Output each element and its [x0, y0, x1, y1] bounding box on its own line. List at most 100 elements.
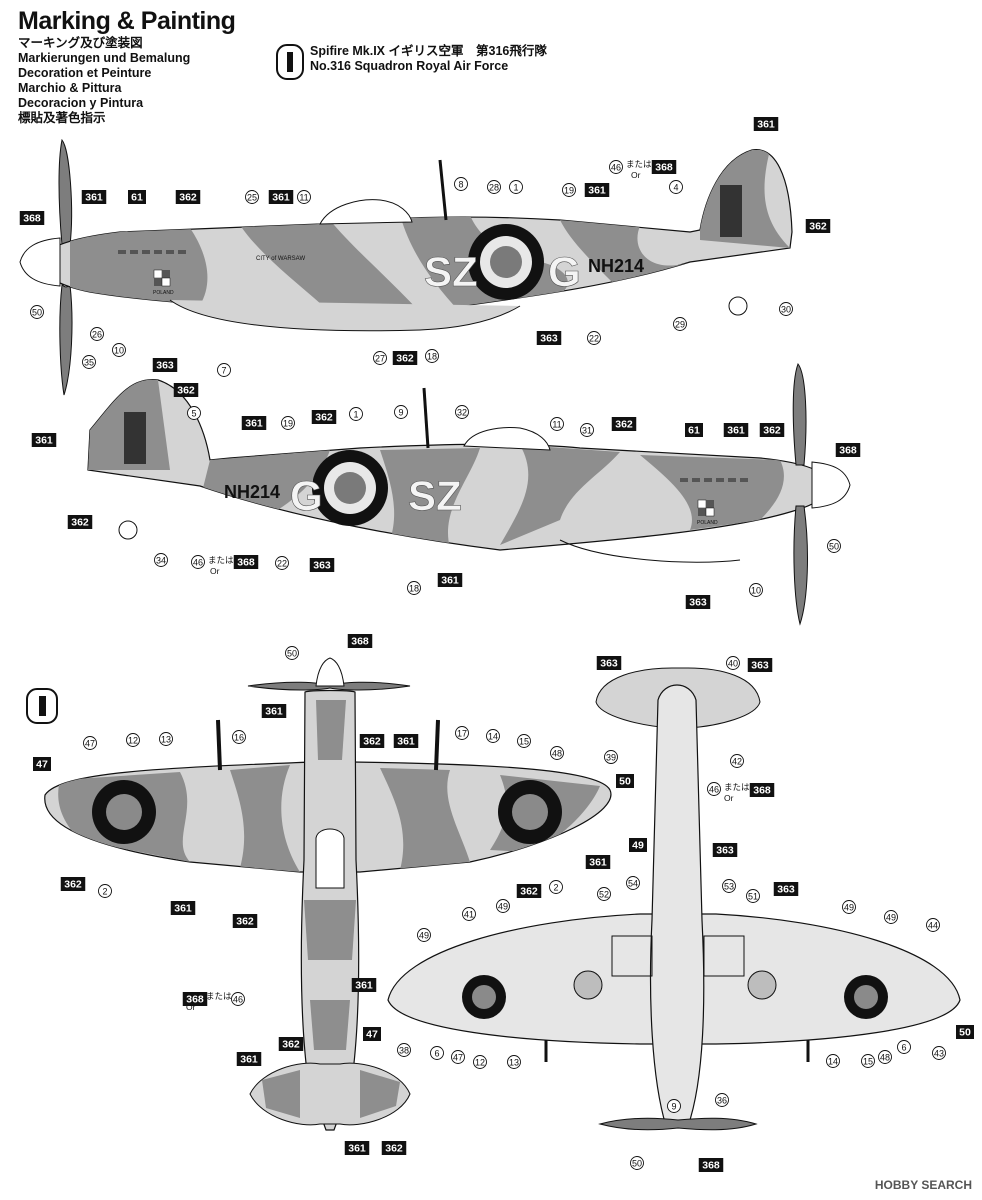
callout-box: [685, 595, 711, 609]
callout-53: 53: [722, 879, 736, 893]
callout-361: 361: [753, 117, 779, 131]
title-line-jp: マーキング及び塗装図: [18, 36, 143, 50]
callout-54: 54: [626, 876, 640, 890]
callout-circle: [730, 754, 744, 768]
callout-number: 368: [753, 785, 771, 797]
callout-number: 29: [675, 320, 685, 330]
callout-number: 13: [161, 735, 171, 745]
top-view: [44, 657, 612, 1131]
callout-number: 362: [315, 412, 333, 424]
callout-number: 362: [179, 192, 197, 204]
or-note-en-4: Or: [724, 793, 734, 803]
callout-25: 25: [245, 190, 259, 204]
callout-number: 50: [959, 1027, 971, 1039]
callout-363: 363: [596, 656, 622, 670]
callout-361: 361: [31, 433, 57, 447]
callout-circle: [597, 887, 611, 901]
callout-361: 361: [241, 416, 267, 430]
callout-box: [585, 855, 611, 869]
callout-number: 9: [671, 1102, 676, 1112]
callout-number: 61: [688, 425, 700, 437]
callout-number: 362: [385, 1143, 403, 1155]
title-line-cn: 標貼及著色指示: [18, 111, 106, 125]
callout-368: 368: [698, 1158, 724, 1172]
callout-box: [381, 1141, 407, 1155]
callout-circle: [779, 302, 793, 316]
callout-22: 22: [587, 331, 601, 345]
callout-box: [392, 351, 418, 365]
callout-number: 6: [901, 1043, 906, 1053]
callout-48: 48: [550, 746, 564, 760]
polish-checker-1: [153, 269, 171, 287]
callout-10: 10: [749, 583, 763, 597]
callout-box: [67, 515, 93, 529]
callout-circle: [245, 190, 259, 204]
callout-29: 29: [673, 317, 687, 331]
callout-box: [233, 555, 259, 569]
callout-number: 39: [606, 753, 616, 763]
callout-number: 12: [475, 1058, 485, 1068]
callout-361: 361: [81, 190, 107, 204]
callout-number: 46: [611, 163, 621, 173]
callout-9: 9: [667, 1099, 681, 1113]
callout-49: 49: [496, 899, 510, 913]
polish-checker-2: [697, 499, 715, 517]
callout-362: 362: [805, 219, 831, 233]
callout-number: 16: [234, 733, 244, 743]
fuselage-letter-1: G: [548, 248, 581, 295]
callout-circle: [746, 889, 760, 903]
callout-47: 47: [33, 757, 51, 771]
fuselage-code-left-1: SZ: [424, 248, 478, 295]
callout-number: 361: [265, 706, 283, 718]
callout-number: 44: [928, 921, 938, 931]
callout-49: 49: [629, 838, 647, 852]
callout-1: 1: [509, 180, 523, 194]
callout-box: [311, 410, 337, 424]
callout-number: 53: [724, 882, 734, 892]
callout-box: [60, 877, 86, 891]
callout-circle: [30, 305, 44, 319]
callout-18: 18: [407, 581, 421, 595]
callout-61: 61: [685, 423, 703, 437]
callout-box: [759, 423, 785, 437]
callout-362: 362: [359, 734, 385, 748]
callout-box: [712, 843, 738, 857]
roundel-caption-2: POLAND: [697, 520, 718, 526]
callout-number: 50: [632, 1159, 642, 1169]
callout-number: 10: [114, 346, 124, 356]
callout-box: [611, 417, 637, 431]
callout-number: 11: [299, 193, 308, 203]
callout-box: [805, 219, 831, 233]
callout-number: 46: [193, 558, 203, 568]
callout-28: 28: [487, 180, 501, 194]
callout-box: [261, 704, 287, 718]
callout-circle: [897, 1040, 911, 1054]
callout-61: 61: [128, 190, 146, 204]
title-line-de: Markierungen und Bemalung: [18, 51, 191, 65]
callout-box: [128, 190, 146, 204]
callout-circle: [550, 746, 564, 760]
callout-circle: [487, 180, 501, 194]
callout-circle: [373, 351, 387, 365]
callout-50: 50: [827, 539, 841, 553]
callout-363: 363: [152, 358, 178, 372]
callout-box: [268, 190, 294, 204]
callout-number: 18: [409, 584, 419, 594]
callout-circle: [604, 750, 618, 764]
scheme-heading: Spifire Mk.IX イギリス空軍 第316飛行隊 No.316 Squa…: [276, 44, 547, 80]
callout-box: [175, 190, 201, 204]
fuselage-code-left-2: SZ: [408, 472, 462, 519]
title-line-it: Marchio & Pittura: [18, 81, 122, 95]
callout-32: 32: [455, 405, 469, 419]
callout-number: 46: [233, 995, 243, 1005]
callout-362: 362: [516, 884, 542, 898]
callout-8: 8: [454, 177, 468, 191]
fuselage-letter-2: G: [290, 472, 323, 519]
callout-box: [33, 757, 51, 771]
callout-box: [956, 1025, 974, 1039]
callout-47: 47: [451, 1050, 465, 1064]
callout-43: 43: [932, 1046, 946, 1060]
callout-box: [363, 1027, 381, 1041]
callout-circle: [562, 183, 576, 197]
